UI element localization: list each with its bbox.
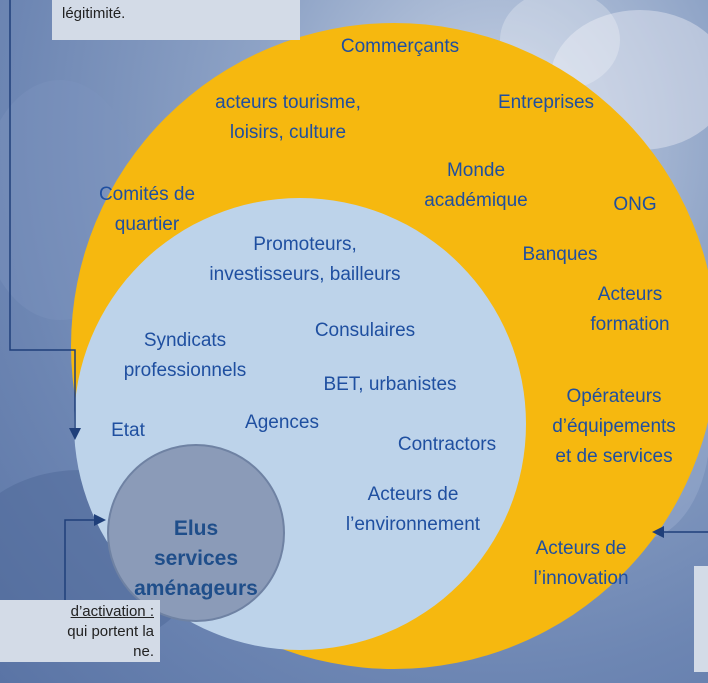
- connector-line-bottom: [64, 519, 95, 600]
- arrow-head-center: [94, 514, 106, 526]
- label-contractors: Contractors: [397, 434, 497, 455]
- center-label: Elus services aménageurs: [134, 517, 258, 600]
- label-entreprises: Entreprises: [497, 92, 595, 113]
- label-tourisme: acteurs tourisme, loisirs, culture: [215, 92, 361, 143]
- callout-bottom-right: [694, 566, 708, 672]
- connector-line-top: [9, 0, 76, 430]
- label-commercants: Commerçants: [340, 36, 460, 57]
- label-banques: Banques: [522, 244, 598, 265]
- callout-bottom-rest: qui portent la ne.: [67, 623, 154, 660]
- callout-top-text: légitimité.: [62, 5, 126, 22]
- center-circle: [107, 444, 285, 622]
- label-innovation: Acteurs de l’innovation: [533, 538, 629, 589]
- label-operateurs: Opérateurs d’équipements et de services: [552, 386, 676, 467]
- arrow-head-etat: [69, 428, 81, 440]
- label-consulaires: Consulaires: [314, 320, 416, 341]
- callout-bottom-underlined: d’activation :: [70, 603, 154, 620]
- label-comites: Comités de quartier: [98, 184, 196, 235]
- label-academique: Monde académique: [424, 160, 528, 211]
- label-promoteurs: Promoteurs, investisseurs, bailleurs: [209, 234, 401, 285]
- callout-bottom-left: d’activation : qui portent la ne.: [0, 600, 160, 662]
- label-agences: Agences: [245, 412, 319, 433]
- callout-top: légitimité.: [52, 0, 300, 40]
- label-formation: Acteurs formation: [590, 284, 670, 335]
- label-etat: Etat: [111, 420, 145, 441]
- label-bet: BET, urbanistes: [323, 374, 457, 395]
- label-syndicats: Syndicats professionnels: [123, 330, 247, 381]
- arrow-head-outer: [652, 526, 664, 538]
- label-environnement: Acteurs de l’environnement: [345, 484, 481, 535]
- label-ong: ONG: [613, 194, 657, 215]
